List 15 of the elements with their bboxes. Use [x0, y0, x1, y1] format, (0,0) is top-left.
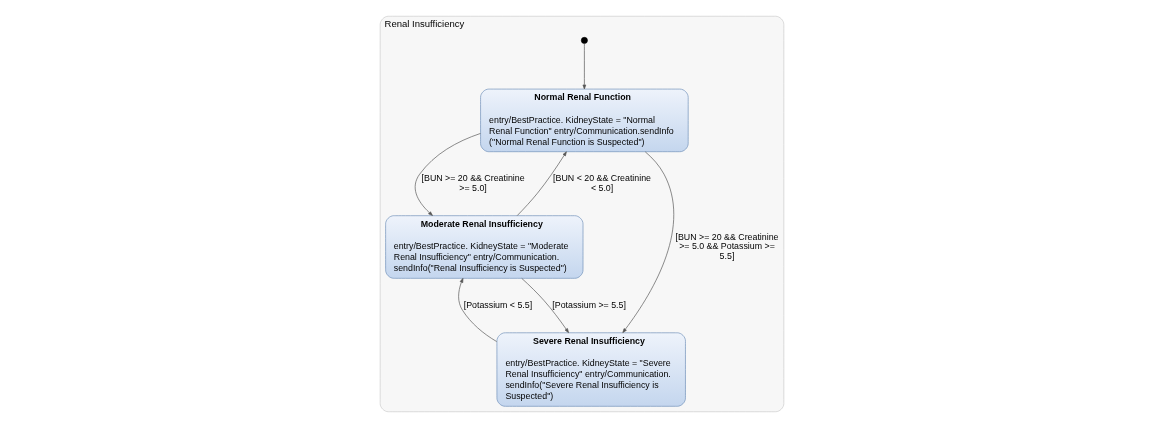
arrow	[414, 133, 481, 216]
node-circle	[580, 37, 588, 44]
node-box: Moderate Renal Insufficiency entry/BestPractice. KidneyState = "Moderate Renal Insufficiency" entry/Communication. sendInfo("Renal Insufficiency is Suspected")	[384, 215, 583, 279]
arrow	[516, 151, 567, 216]
arrow	[621, 151, 674, 333]
node-box: Normal Renal Function entry/BestPractice. KidneyState = "Normal Renal Function" entry/Communication.sendInfo ("Normal Renal Function is Suspected")	[479, 88, 689, 153]
arrow	[457, 278, 497, 342]
edge-label: [BUN >= 20 && Creatinine >= 5.0 && Potassium >= 5.5]	[674, 231, 779, 261]
arrow	[520, 278, 569, 333]
edge-label: [BUN < 20 && Creatinine < 5.0]	[552, 173, 651, 193]
arrow	[582, 43, 586, 90]
edge-label: [Potassium < 5.5]	[463, 299, 532, 310]
edge-label: [Potassium >= 5.5]	[551, 299, 626, 310]
node-box: Severe Renal Insufficiency entry/BestPractice. KidneyState = "Severe Renal Insufficiency" entry/Communication. sendInfo("Severe Renal Insufficiency is Suspected")	[496, 332, 686, 407]
edge-label: [BUN >= 20 && Creatinine >= 5.0]	[421, 173, 525, 193]
